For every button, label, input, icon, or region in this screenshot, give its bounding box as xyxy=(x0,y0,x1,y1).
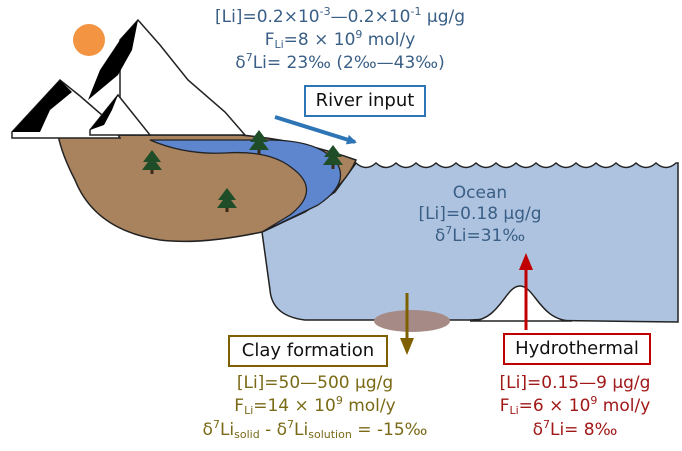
clay-formation-arrowhead xyxy=(400,338,414,355)
clay-stats: [Li]=50—500 μg/g FLi=14 × 109 mol/y δ7Li… xyxy=(150,372,480,443)
clay-li-concentration: [Li]=50—500 μg/g xyxy=(236,373,394,393)
hydrothermal-li-flux: FLi=6 × 109 mol/y xyxy=(499,394,651,418)
hydrothermal-label: Hydrothermal xyxy=(503,333,651,365)
river-input-arrow xyxy=(274,115,357,145)
river-input-label: River input xyxy=(304,85,426,117)
river-li-flux: FLi=8 × 109 mol/y xyxy=(264,27,416,51)
hydrothermal-li-concentration: [Li]=0.15—9 μg/g xyxy=(499,373,651,393)
clay-li-flux: FLi=14 × 109 mol/y xyxy=(234,394,396,418)
sun-icon xyxy=(73,24,105,56)
clay-deposit xyxy=(374,310,450,332)
tree-icon xyxy=(217,188,237,212)
tree-icon xyxy=(249,130,269,154)
ocean-li-concentration: [Li]=0.18 μg/g xyxy=(418,203,542,224)
ocean-body xyxy=(261,161,679,323)
ocean-stats: Ocean [Li]=0.18 μg/g δ7Li=31‰ xyxy=(390,183,570,247)
mountain-back-shade xyxy=(88,20,138,100)
river-delta-li: δ7Li= 23‰ (2‰—43‰) xyxy=(235,51,445,74)
hydrothermal-stats: [Li]=0.15—9 μg/g FLi=6 × 109 mol/y δ7Li=… xyxy=(470,372,680,441)
mountain-small-shade xyxy=(90,95,118,130)
mountain-small xyxy=(89,93,152,136)
tree-icon xyxy=(323,145,343,169)
clay-formation-label: Clay formation xyxy=(228,335,388,367)
hydrothermal-arrowhead xyxy=(519,253,533,270)
hydrothermal-delta-li: δ7Li= 8‰ xyxy=(532,418,618,441)
ocean-delta-li: δ7Li=31‰ xyxy=(434,224,526,247)
tree-icon xyxy=(142,150,162,174)
river-li-concentration: [Li]=0.2×10-3—0.2×10-1 μg/g xyxy=(214,5,465,27)
ocean-label: Ocean xyxy=(452,183,508,203)
river xyxy=(149,139,342,233)
clay-fractionation: δ7Lisolid - δ7Lisolution = -15‰ xyxy=(202,418,428,442)
seafloor-mound xyxy=(469,285,573,322)
mountain-front-shade xyxy=(12,80,72,132)
river-stats: [Li]=0.2×10-3—0.2×10-1 μg/g FLi=8 × 109 … xyxy=(205,5,475,74)
